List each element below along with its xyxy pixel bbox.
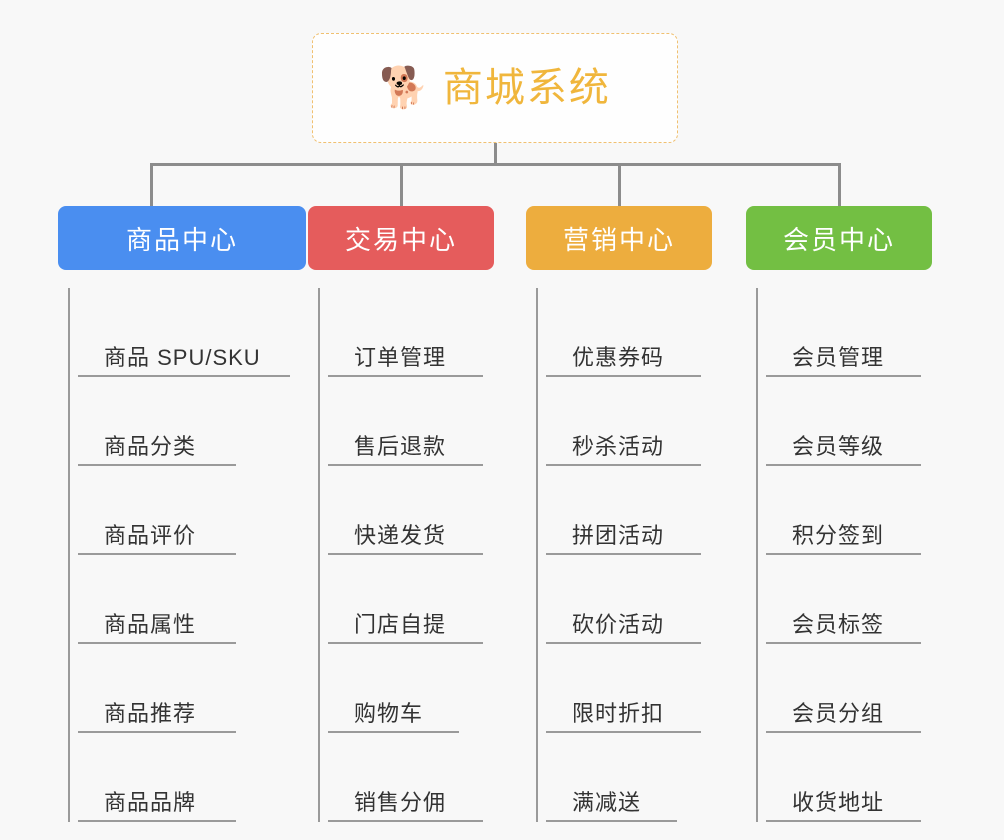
list-item[interactable]: 销售分佣 [318, 733, 494, 822]
leaf-label: 会员标签 [792, 611, 885, 637]
leaf-label: 满减送 [572, 789, 642, 815]
leaf-label: 订单管理 [354, 344, 447, 370]
leaf-label: 积分签到 [792, 522, 885, 548]
list-item[interactable]: 订单管理 [318, 288, 494, 377]
branch-spine-member [756, 288, 758, 822]
connector-horizontal-bus [150, 163, 838, 166]
list-item[interactable]: 收货地址 [756, 733, 932, 822]
list-item[interactable]: 商品评价 [68, 466, 306, 555]
leaf-underline [766, 642, 921, 644]
list-item[interactable]: 会员标签 [756, 555, 932, 644]
leaf-label: 秒杀活动 [572, 433, 665, 459]
leaf-underline [546, 642, 701, 644]
leaf-label: 商品属性 [104, 611, 197, 637]
branch-spine-trade [318, 288, 320, 822]
list-item[interactable]: 会员管理 [756, 288, 932, 377]
leaf-label: 拼团活动 [572, 522, 665, 548]
list-item[interactable]: 商品推荐 [68, 644, 306, 733]
leaf-underline [546, 820, 677, 822]
leaf-label: 会员分组 [792, 700, 885, 726]
root-title: 商城系统 [442, 66, 611, 110]
branch-column-product: 商品中心 商品 SPU/SKU 商品分类 商品评价 商品属性 商品推荐 [58, 206, 306, 822]
leaf-label: 门店自提 [354, 611, 447, 637]
leaf-underline [546, 375, 701, 377]
leaf-underline [766, 820, 921, 822]
leaf-label: 购物车 [354, 700, 424, 726]
leaf-label: 会员管理 [792, 344, 885, 370]
leaf-underline [328, 731, 459, 733]
leaf-underline [766, 553, 921, 555]
leaf-underline [328, 553, 483, 555]
leaf-underline [328, 375, 483, 377]
leaf-underline [546, 553, 701, 555]
leaf-underline [546, 731, 701, 733]
list-item[interactable]: 商品分类 [68, 377, 306, 466]
leaf-underline [546, 464, 701, 466]
list-item[interactable]: 购物车 [318, 644, 494, 733]
leaf-label: 商品推荐 [104, 700, 197, 726]
leaf-underline [78, 731, 236, 733]
leaf-label: 商品 SPU/SKU [104, 344, 261, 370]
list-item[interactable]: 砍价活动 [536, 555, 712, 644]
branch-header-trade[interactable]: 交易中心 [308, 206, 494, 270]
list-item[interactable]: 优惠券码 [536, 288, 712, 377]
connector-drop-3 [618, 163, 621, 206]
leaf-label: 优惠券码 [572, 344, 665, 370]
list-item[interactable]: 满减送 [536, 733, 712, 822]
leaf-underline [766, 464, 921, 466]
branch-spine-product [68, 288, 70, 822]
leaf-underline [766, 375, 921, 377]
branch-header-member[interactable]: 会员中心 [746, 206, 932, 270]
list-item[interactable]: 会员分组 [756, 644, 932, 733]
leaf-label: 限时折扣 [572, 700, 665, 726]
list-item[interactable]: 门店自提 [318, 555, 494, 644]
list-item[interactable]: 拼团活动 [536, 466, 712, 555]
branch-items-product: 商品 SPU/SKU 商品分类 商品评价 商品属性 商品推荐 商品品牌 [58, 288, 306, 822]
leaf-label: 商品品牌 [104, 789, 197, 815]
branch-items-trade: 订单管理 售后退款 快递发货 门店自提 购物车 销售分佣 [308, 288, 494, 822]
leaf-underline [328, 464, 483, 466]
branch-items-marketing: 优惠券码 秒杀活动 拼团活动 砍价活动 限时折扣 满减送 [526, 288, 712, 822]
branch-column-trade: 交易中心 订单管理 售后退款 快递发货 门店自提 购物车 [308, 206, 494, 822]
list-item[interactable]: 售后退款 [318, 377, 494, 466]
list-item[interactable]: 快递发货 [318, 466, 494, 555]
leaf-underline [766, 731, 921, 733]
leaf-label: 销售分佣 [354, 789, 447, 815]
list-item[interactable]: 商品 SPU/SKU [68, 288, 306, 377]
leaf-label: 会员等级 [792, 433, 885, 459]
list-item[interactable]: 积分签到 [756, 466, 932, 555]
branch-items-member: 会员管理 会员等级 积分签到 会员标签 会员分组 收货地址 [746, 288, 932, 822]
branch-header-marketing[interactable]: 营销中心 [526, 206, 712, 270]
leaf-label: 售后退款 [354, 433, 447, 459]
list-item[interactable]: 秒杀活动 [536, 377, 712, 466]
leaf-underline [78, 464, 236, 466]
branch-header-product[interactable]: 商品中心 [58, 206, 306, 270]
connector-drop-4 [838, 163, 841, 206]
connector-drop-2 [400, 163, 403, 206]
leaf-underline [78, 642, 236, 644]
connector-drop-1 [150, 163, 153, 206]
shiba-dog-face-icon: 🐕 [379, 66, 429, 110]
list-item[interactable]: 限时折扣 [536, 644, 712, 733]
leaf-label: 商品分类 [104, 433, 197, 459]
branch-column-marketing: 营销中心 优惠券码 秒杀活动 拼团活动 砍价活动 限时折扣 [526, 206, 712, 822]
connector-root-stem [494, 143, 497, 165]
leaf-underline [78, 553, 236, 555]
leaf-label: 商品评价 [104, 522, 197, 548]
branch-spine-marketing [536, 288, 538, 822]
root-node[interactable]: 🐕 商城系统 [312, 33, 678, 143]
leaf-label: 砍价活动 [572, 611, 665, 637]
list-item[interactable]: 会员等级 [756, 377, 932, 466]
leaf-underline [328, 820, 483, 822]
leaf-underline [78, 820, 236, 822]
leaf-underline [78, 375, 290, 377]
leaf-label: 收货地址 [792, 789, 885, 815]
list-item[interactable]: 商品属性 [68, 555, 306, 644]
branch-column-member: 会员中心 会员管理 会员等级 积分签到 会员标签 会员分组 [746, 206, 932, 822]
leaf-underline [328, 642, 483, 644]
leaf-label: 快递发货 [354, 522, 447, 548]
list-item[interactable]: 商品品牌 [68, 733, 306, 822]
